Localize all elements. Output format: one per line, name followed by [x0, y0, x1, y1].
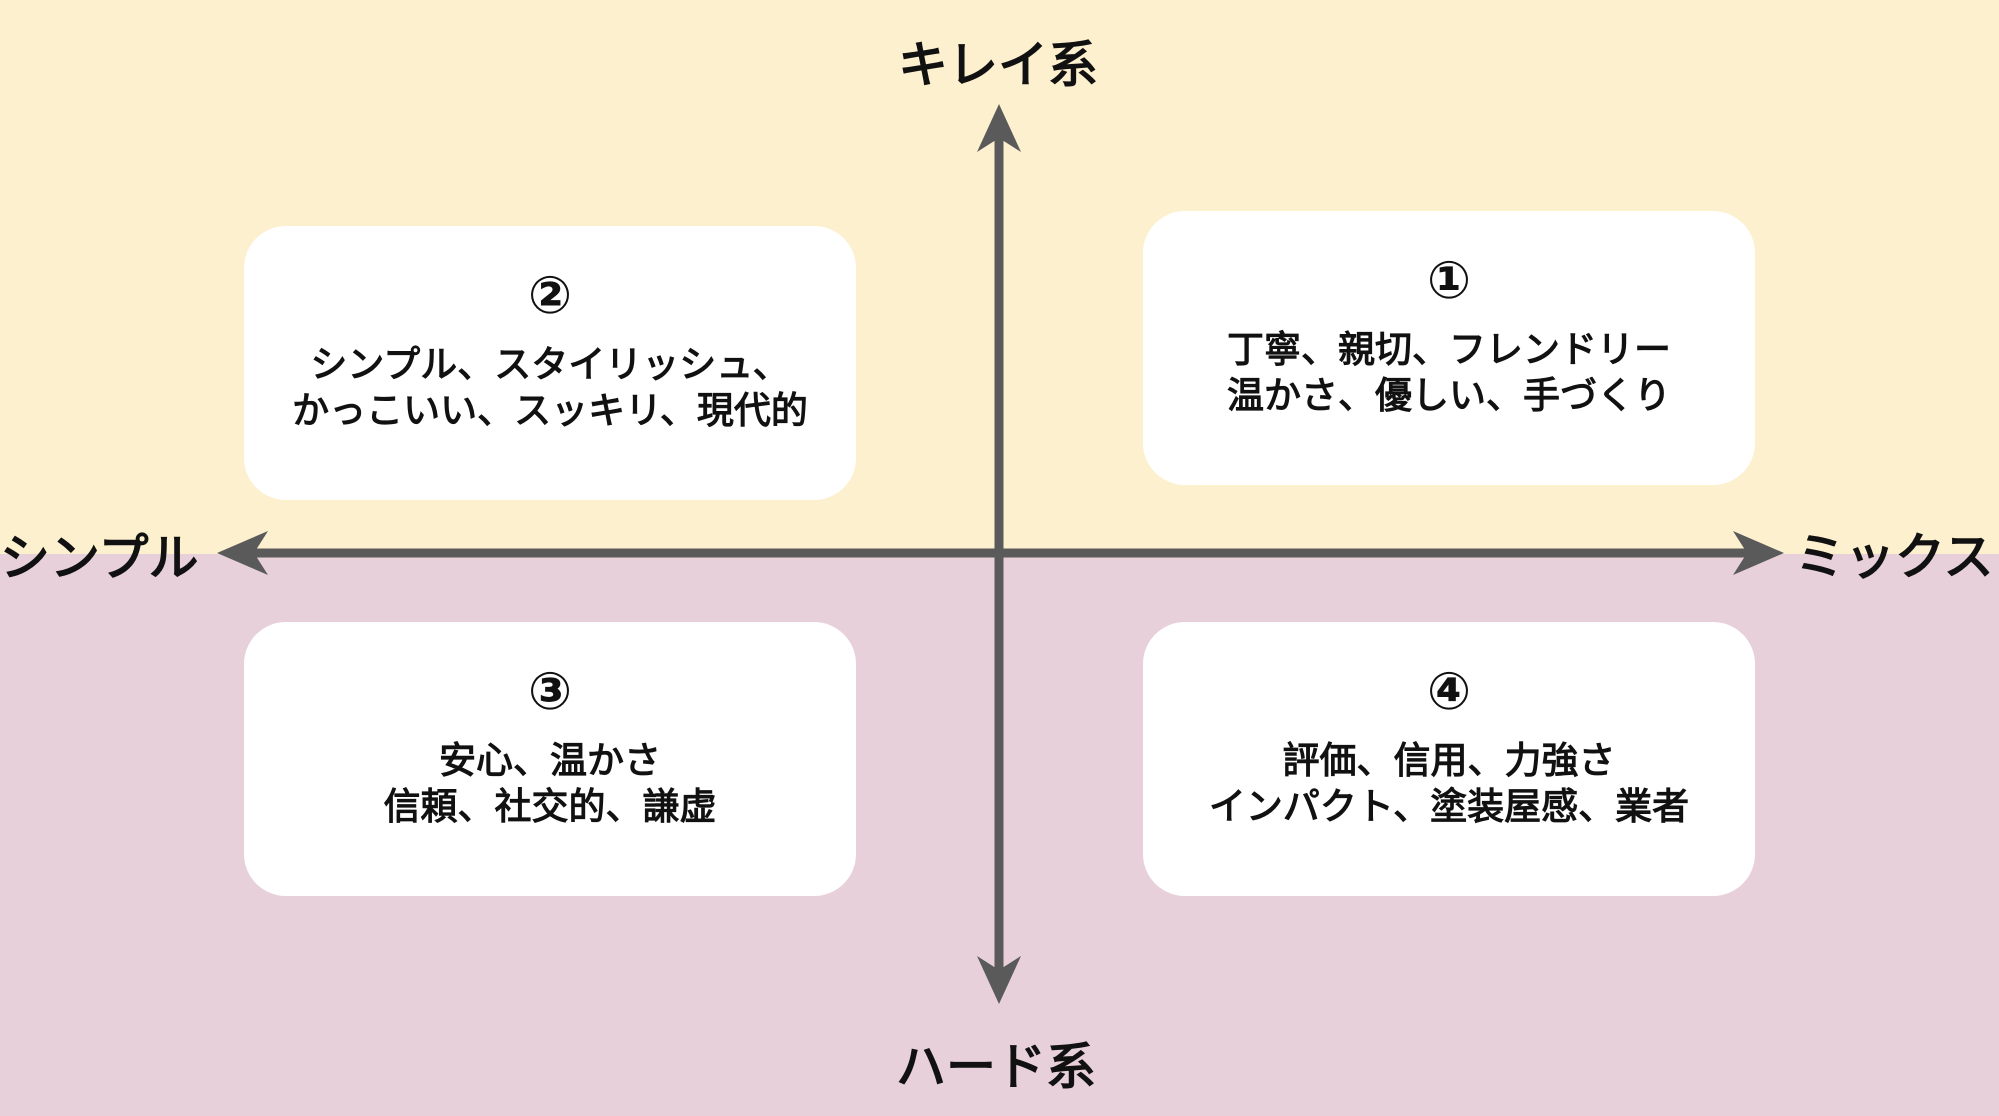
- quadrant-card-2: ② シンプル、スタイリッシュ、 かっこいい、スッキリ、現代的: [244, 226, 856, 500]
- quadrant-number: ①: [1426, 251, 1472, 311]
- quadrant-number: ②: [527, 266, 573, 326]
- quadrant-number: ③: [527, 662, 573, 722]
- axis-label-bottom: ハード系: [896, 1038, 1096, 1096]
- quadrant-line: 信頼、社交的、謙虚: [383, 785, 717, 828]
- arrow-down-icon: [977, 956, 1021, 1004]
- quadrant-card-3: ③ 安心、温かさ 信頼、社交的、謙虚: [244, 622, 856, 896]
- axis-label-top: キレイ系: [898, 36, 1098, 94]
- quadrant-number: ④: [1426, 662, 1472, 722]
- quadrant-line: 評価、信用、力強さ: [1282, 739, 1616, 782]
- quadrant-line: シンプル、スタイリッシュ、: [310, 343, 790, 386]
- arrow-right-icon: [1733, 531, 1784, 575]
- quadrant-line: インパクト、塗装屋感、業者: [1208, 785, 1690, 828]
- quadrant-line: 丁寧、親切、フレンドリー: [1227, 328, 1671, 371]
- axis-label-left: シンプル: [0, 529, 199, 587]
- quadrant-card-4: ④ 評価、信用、力強さ インパクト、塗装屋感、業者: [1143, 622, 1755, 896]
- quadrant-line: 安心、温かさ: [439, 739, 661, 782]
- quadrant-line: 温かさ、優しい、手づくり: [1227, 374, 1671, 417]
- quadrant-line: かっこいい、スッキリ、現代的: [292, 389, 808, 432]
- axis-label-right: ミックス: [1795, 528, 1994, 586]
- arrow-left-icon: [217, 531, 268, 575]
- arrow-up-icon: [977, 104, 1021, 152]
- quadrant-card-1: ① 丁寧、親切、フレンドリー 温かさ、優しい、手づくり: [1143, 211, 1755, 485]
